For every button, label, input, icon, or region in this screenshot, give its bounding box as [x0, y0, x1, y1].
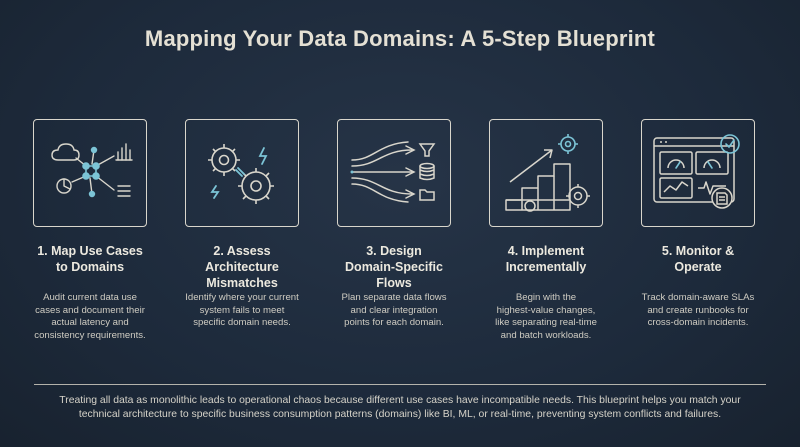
- step-2-description: Identify where your current system fails…: [185, 292, 299, 328]
- step-4-title: 4. Implement Incrementally: [505, 244, 587, 274]
- step-1-icon-box: [33, 119, 147, 227]
- step-5-description: Track domain-aware SLAs and create runbo…: [641, 292, 755, 328]
- step-5: 5. Monitor & Operate Track domain-aware …: [628, 116, 768, 356]
- footer-divider: [34, 384, 766, 385]
- step-2-title: 2. Assess Architecture Mismatches: [205, 244, 279, 290]
- data-flows-icon: [350, 141, 436, 203]
- network-map-icon: [51, 143, 133, 198]
- dashboard-monitor-icon: [653, 134, 740, 209]
- step-3: 3. Design Domain-Specific Flows Plan sep…: [324, 116, 464, 356]
- step-5-title: 5. Monitor & Operate: [661, 244, 735, 274]
- step-3-description: Plan separate data flows and clear integ…: [341, 292, 447, 328]
- step-2-icon-box: [185, 119, 299, 227]
- step-1-description: Audit current data use cases and documen…: [34, 292, 146, 341]
- step-1: 1. Map Use Cases to Domains Audit curren…: [20, 116, 160, 356]
- step-2: 2. Assess Architecture Mismatches Identi…: [172, 116, 312, 356]
- step-5-icon-box: [641, 119, 755, 227]
- step-3-title: 3. Design Domain-Specific Flows: [345, 244, 443, 290]
- step-3-icon-box: [337, 119, 451, 227]
- step-1-title: 1. Map Use Cases to Domains: [37, 244, 143, 274]
- steps-row: 1. Map Use Cases to Domains Audit curren…: [20, 116, 780, 356]
- step-4: 4. Implement Incrementally Begin with th…: [476, 116, 616, 356]
- step-4-description: Begin with the highest-value changes, li…: [495, 292, 597, 341]
- broken-gears-icon: [208, 144, 274, 204]
- page-title: Mapping Your Data Domains: A 5-Step Blue…: [144, 26, 656, 51]
- footer-summary: Treating all data as monolithic leads to…: [59, 395, 741, 420]
- step-4-icon-box: [489, 119, 603, 227]
- stairs-growth-icon: [505, 134, 590, 212]
